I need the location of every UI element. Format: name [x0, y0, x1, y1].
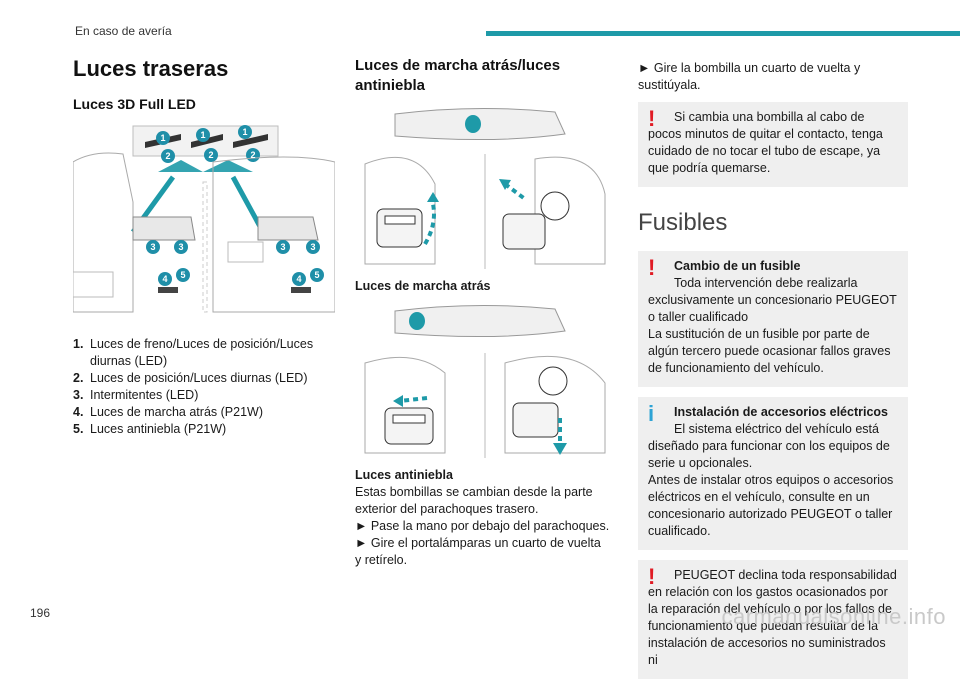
- subsection-title-3d-led: Luces 3D Full LED: [73, 96, 196, 112]
- column-fuses: ► Gire la bombilla un cuarto de vuelta y…: [638, 60, 908, 679]
- legend-text: Luces antiniebla (P21W): [90, 422, 227, 436]
- legend-item: 1. Luces de freno/Luces de posición/Luces…: [73, 336, 335, 370]
- fog-holder-left: [384, 407, 434, 445]
- callout-label-1b: 1: [200, 130, 205, 140]
- page-number: 196: [30, 606, 51, 620]
- warning-text-fuse-change-1: Toda intervención debe realizarla exclus…: [648, 276, 897, 324]
- callout-3c: [276, 240, 290, 254]
- column-reverse-fog: Luces de marcha atrás/luces antiniebla L…: [355, 56, 610, 569]
- callout-label-2c: 2: [250, 150, 255, 160]
- caption-fog-lights: Luces antiniebla: [355, 468, 453, 482]
- legend-item: 3. Intermitentes (LED): [73, 387, 335, 404]
- warning-box-fuse-change: ! Cambio de un fusible Toda intervención…: [638, 251, 908, 387]
- callout-5b: [310, 268, 324, 282]
- warning-icon: !: [648, 255, 656, 280]
- step-hand-under-bumper: ► Pase la mano por debajo del parachoque…: [355, 519, 610, 533]
- callout-3a: [146, 240, 160, 254]
- callout-label-1a: 1: [160, 133, 165, 143]
- step-turn-lampholder: ► Gire el portalámparas un cuarto de vue…: [355, 536, 601, 567]
- callout-label-5b: 5: [314, 270, 319, 280]
- step-turn-bulb: ► Gire la bombilla un cuarto de vuelta y…: [638, 61, 861, 92]
- legend-num: 5.: [73, 422, 84, 436]
- callout-label-3b: 3: [178, 242, 183, 252]
- callout-label-3a: 3: [150, 242, 155, 252]
- bulb-holder-left: [376, 208, 423, 248]
- legend-num: 3.: [73, 388, 84, 402]
- legend-num: 4.: [73, 405, 84, 419]
- fog-lights-illustration: [364, 304, 606, 458]
- callout-label-3c: 3: [280, 242, 285, 252]
- warning-text-exhaust: Si cambia una bombilla al cabo de pocos …: [648, 110, 883, 175]
- callout-label-2b: 2: [208, 150, 213, 160]
- info-title-accessories: Instalación de accesorios eléctricos: [674, 405, 888, 419]
- legend-text: Luces de posición/Luces diurnas (LED): [90, 371, 308, 385]
- info-icon: i: [648, 401, 655, 426]
- bulb-holder-right: [502, 191, 570, 250]
- callout-2b: [204, 148, 218, 162]
- legend-text: Intermitentes (LED): [90, 388, 199, 402]
- section-title-reverse-fog: Luces de marcha atrás/luces antiniebla: [355, 57, 561, 94]
- header-section-title: En caso de avería: [75, 24, 172, 38]
- warning-icon: !: [648, 106, 656, 131]
- legend-text: Luces de freno/Luces de posición/Luces d…: [90, 337, 314, 368]
- reverse-lights-illustration: [364, 107, 606, 269]
- callout-label-4b: 4: [296, 274, 301, 284]
- info-text-accessories-2: Antes de instalar otros equipos o acceso…: [648, 473, 894, 538]
- callout-1a: [156, 131, 170, 145]
- legend-num: 1.: [73, 337, 84, 351]
- legend-item: 4. Luces de marcha atrás (P21W): [73, 404, 335, 421]
- callout-4b: [292, 272, 306, 286]
- warning-text-fuse-change-2: La sustitución de un fusible por parte d…: [648, 327, 891, 375]
- paragraph-replace-from-outside: Estas bombillas se cambian desde la part…: [355, 485, 593, 516]
- led-strip-mid: [191, 134, 223, 148]
- footer-watermark: carmanualsonline.info: [721, 604, 946, 629]
- info-box-accessories: i Instalación de accesorios eléctricos E…: [638, 397, 908, 550]
- callout-4a: [158, 272, 172, 286]
- callout-label-3d: 3: [310, 242, 315, 252]
- callout-label-2a: 2: [165, 151, 170, 161]
- column-rear-lights: Luces traseras Luces 3D Full LED: [73, 56, 335, 438]
- callout-3b: [174, 240, 188, 254]
- callout-2a: [161, 149, 175, 163]
- legend-text: Luces de marcha atrás (P21W): [90, 405, 263, 419]
- fog-holder-right: [512, 366, 568, 438]
- callout-label-1c: 1: [242, 127, 247, 137]
- caption-reverse-lights: Luces de marcha atrás: [355, 279, 491, 293]
- callout-label-5a: 5: [180, 270, 185, 280]
- header-accent-bar: [486, 31, 960, 36]
- legend-item: 5. Luces antiniebla (P21W): [73, 421, 335, 438]
- callout-1b: [196, 128, 210, 142]
- warning-icon: !: [648, 564, 656, 589]
- section-title-rear-lights: Luces traseras: [73, 56, 229, 81]
- info-text-accessories-1: El sistema eléctrico del vehículo está d…: [648, 422, 890, 470]
- warning-box-exhaust: ! Si cambia una bombilla al cabo de poco…: [638, 102, 908, 187]
- section-title-fuses: Fusibles: [638, 209, 728, 236]
- legend-item: 2. Luces de posición/Luces diurnas (LED): [73, 370, 335, 387]
- callout-3d: [306, 240, 320, 254]
- legend-num: 2.: [73, 371, 84, 385]
- warning-title-fuse-change: Cambio de un fusible: [674, 259, 801, 273]
- callout-label-4a: 4: [162, 274, 167, 284]
- rear-lights-illustration: 1 1 1 2 2 2 3 3 3 3 4 5 4 5: [73, 125, 335, 313]
- callout-1c: [238, 125, 252, 139]
- led-strip-right: [233, 134, 268, 148]
- rear-lights-legend: 1. Luces de freno/Luces de posición/Luces…: [73, 336, 335, 438]
- callout-5a: [176, 268, 190, 282]
